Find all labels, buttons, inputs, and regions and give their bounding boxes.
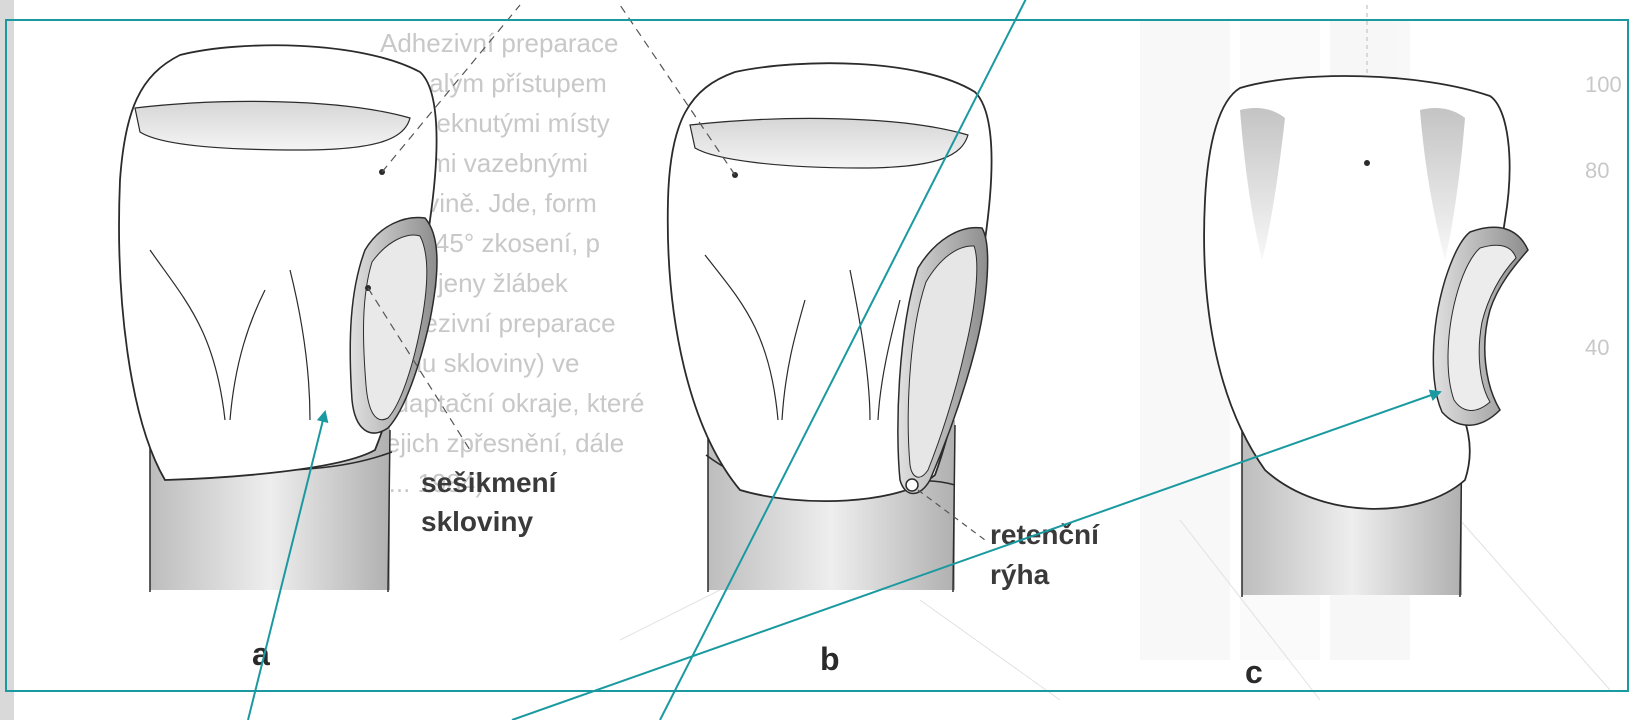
label-bevel-line2: skloviny — [421, 506, 533, 537]
background-text-line: Adhezivní preparace — [380, 28, 618, 58]
retention-groove-marker — [906, 479, 918, 491]
background-axis-number: 100 — [1585, 72, 1622, 97]
label-bevel-line1: sešikmení — [421, 467, 558, 498]
label-groove-line2: rýha — [990, 559, 1050, 590]
panel-letter-b: b — [820, 641, 840, 677]
background-axis-number: 80 — [1585, 158, 1609, 183]
panel-letter-c: c — [1245, 654, 1263, 690]
background-text-line: jejich zpřesnění, dále — [379, 428, 624, 458]
background-text-line: adaptační okraje, které — [380, 388, 645, 418]
background-axis-number: 40 — [1585, 335, 1609, 360]
